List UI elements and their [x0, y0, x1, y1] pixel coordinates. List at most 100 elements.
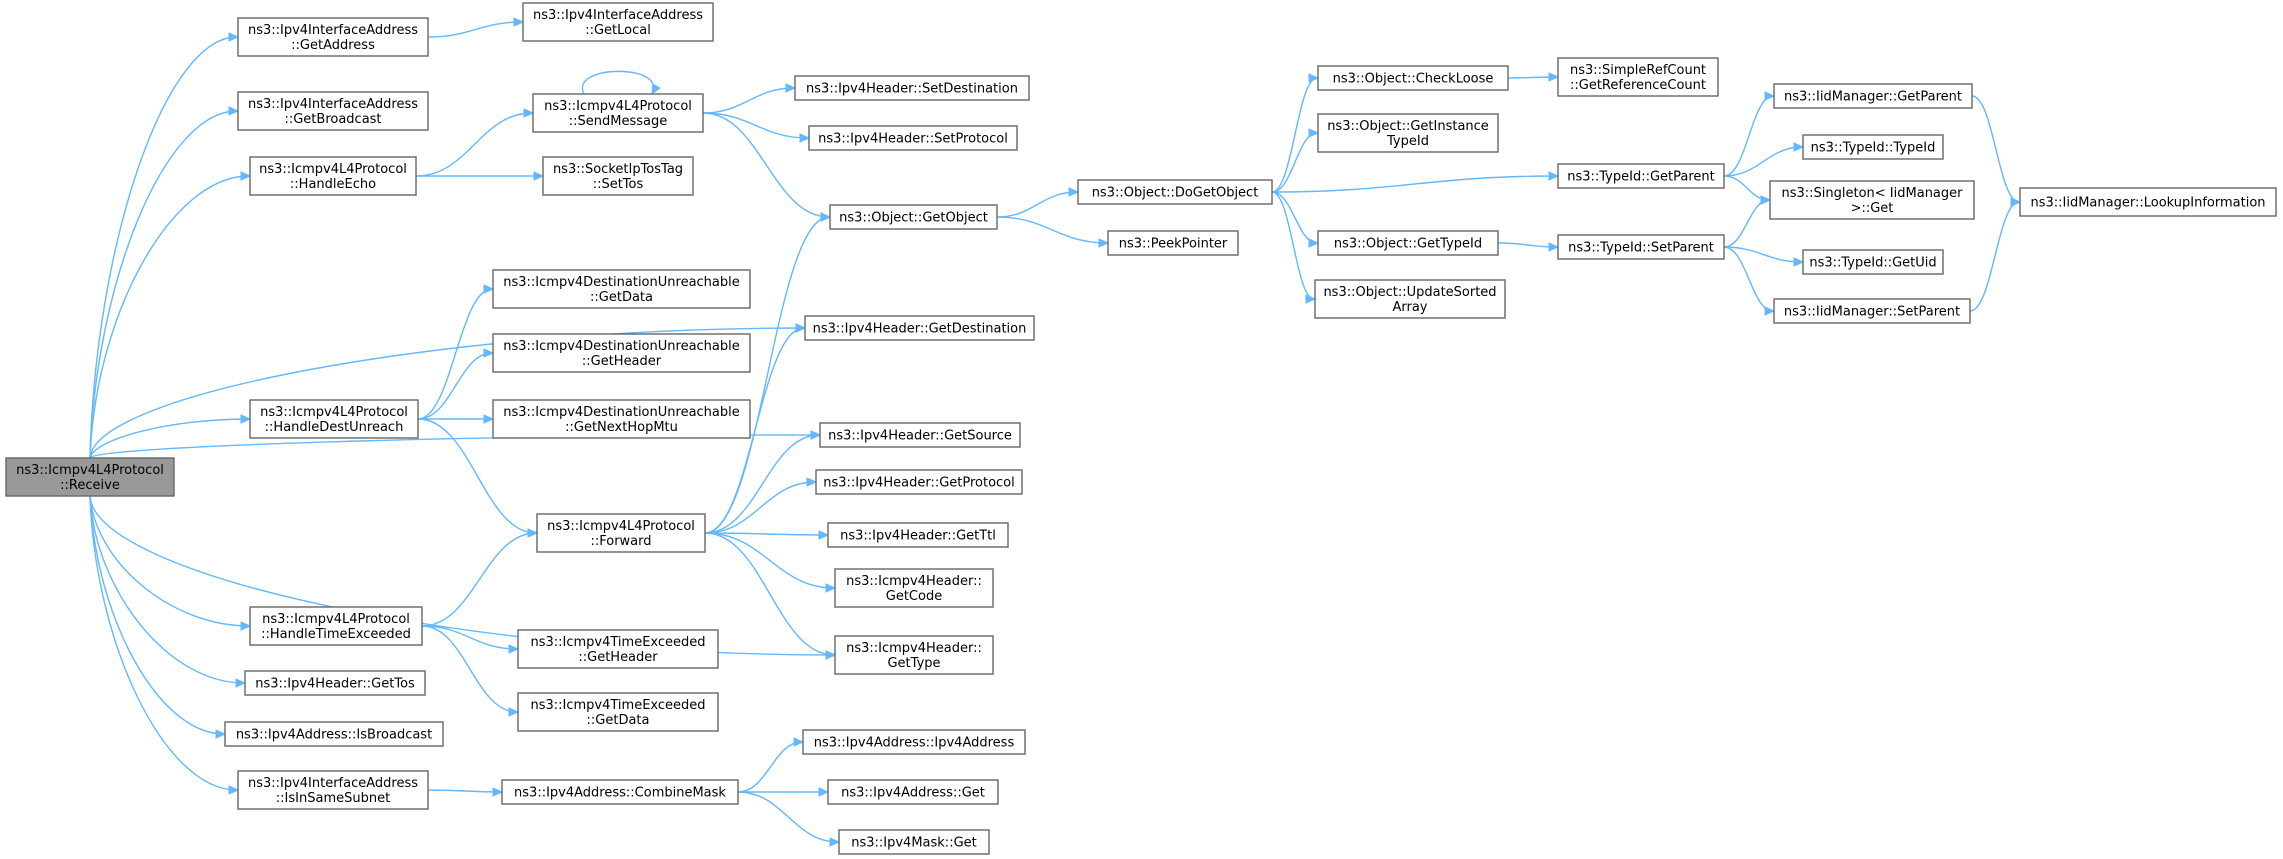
node-label: ns3::Ipv4Address::IsBroadcast [236, 728, 432, 743]
node-box [1317, 230, 1499, 256]
node-label: ::GetReferenceCount [1570, 78, 1706, 93]
node-label: GetCode [886, 589, 942, 604]
node-settos[interactable]: ns3::SocketIpTosTag::SetTos [542, 156, 694, 196]
edge-arrowhead [795, 323, 807, 333]
node-box [492, 333, 751, 373]
node-label: ::Forward [590, 534, 651, 549]
edge-sendmessage-to-h-setproto [702, 112, 811, 143]
node-du-getheader[interactable]: ns3::Icmpv4DestinationUnreachable::GetHe… [492, 333, 751, 373]
edge-arrowhead [228, 32, 240, 42]
node-ia-getbroadcast[interactable]: ns3::Ipv4InterfaceAddress::GetBroadcast [237, 91, 429, 131]
edge-receive-to-h-gettos [89, 495, 247, 688]
node-ia-getlocal[interactable]: ns3::Ipv4InterfaceAddress::GetLocal [522, 2, 714, 42]
node-o-gettypeid[interactable]: ns3::Object::GetTypeId [1317, 230, 1499, 256]
node-box [1557, 163, 1725, 189]
node-h-getttl[interactable]: ns3::Ipv4Header::GetTtl [827, 522, 1009, 548]
node-a-get[interactable]: ns3::Ipv4Address::Get [827, 779, 999, 805]
node-label: ns3::Ipv4Address::Get [841, 786, 985, 801]
node-t-setparent[interactable]: ns3::TypeId::SetParent [1557, 234, 1725, 260]
edge-line [1723, 246, 1803, 263]
edge-arrowhead [527, 528, 539, 538]
edge-line [704, 532, 835, 589]
edge-arrowhead [508, 707, 520, 717]
node-box [492, 269, 751, 309]
edge-line [581, 70, 655, 95]
edge-receive-to-a-isbroadcast [89, 495, 227, 739]
node-box [1769, 180, 1975, 220]
node-checkloose[interactable]: ns3::Object::CheckLoose [1317, 65, 1509, 91]
edge-line [415, 112, 533, 177]
edge-line [1971, 95, 2020, 203]
node-label: ns3::Ipv4InterfaceAddress [248, 776, 418, 791]
node-dogetobject[interactable]: ns3::Object::DoGetObject [1077, 179, 1273, 205]
node-a-ipv4address[interactable]: ns3::Ipv4Address::Ipv4Address [802, 729, 1026, 755]
node-im-setparent[interactable]: ns3::IidManager::SetParent [1773, 298, 1971, 324]
node-a-isbroadcast[interactable]: ns3::Ipv4Address::IsBroadcast [224, 721, 444, 747]
node-label: ::GetNextHopMtu [565, 420, 678, 435]
edge-arrowhead [1764, 91, 1776, 101]
node-handleecho[interactable]: ns3::Icmpv4L4Protocol::HandleEcho [249, 156, 417, 196]
edge-line [1271, 191, 1315, 300]
node-h-getprotocol[interactable]: ns3::Ipv4Header::GetProtocol [815, 469, 1023, 495]
node-t-getuid[interactable]: ns3::TypeId::GetUid [1802, 249, 1944, 275]
node-te-getheader[interactable]: ns3::Icmpv4TimeExceeded::GetHeader [517, 629, 719, 669]
node-getobject[interactable]: ns3::Object::GetObject [829, 204, 998, 230]
node-h-getsource[interactable]: ns3::Ipv4Header::GetSource [819, 422, 1021, 448]
node-box [517, 629, 719, 669]
node-h-setdest[interactable]: ns3::Ipv4Header::SetDestination [794, 75, 1030, 101]
node-peekpointer[interactable]: ns3::PeekPointer [1107, 230, 1239, 256]
node-t-typeid[interactable]: ns3::TypeId::TypeId [1802, 134, 1944, 160]
node-label: ::GetHeader [582, 354, 662, 369]
edge-arrowhead [492, 787, 504, 797]
node-h-gettos[interactable]: ns3::Ipv4Header::GetTos [244, 670, 426, 696]
node-h-setproto[interactable]: ns3::Ipv4Header::SetProtocol [808, 125, 1018, 151]
node-box [2019, 187, 2277, 217]
node-du-getnexthop[interactable]: ns3::Icmpv4DestinationUnreachable::GetNe… [492, 399, 751, 439]
edge-dogetobject-to-o-gettypeid [1271, 191, 1320, 248]
edge-arrowhead [215, 729, 227, 739]
node-label: ns3::Ipv4Header::SetDestination [806, 82, 1018, 97]
edge-handledestunreach-to-du-getdata [417, 284, 495, 420]
node-ia-issamesubnet[interactable]: ns3::Ipv4InterfaceAddress::IsInSameSubne… [237, 770, 429, 810]
edge-checkloose-to-getrefcount [1507, 72, 1560, 82]
node-forward[interactable]: ns3::Icmpv4L4Protocol::Forward [536, 513, 706, 553]
node-im-lookup[interactable]: ns3::IidManager::LookupInformation [2019, 187, 2277, 217]
edge-combinemask-to-a-ipv4address [737, 737, 805, 793]
edge-arrowhead [818, 530, 830, 540]
node-handletimeexceeded[interactable]: ns3::Icmpv4L4Protocol::HandleTimeExceede… [249, 606, 423, 646]
node-ih-gettype[interactable]: ns3::Icmpv4Header::GetType [834, 635, 994, 675]
edge-arrowhead [228, 785, 240, 795]
node-label: ::Receive [60, 478, 120, 493]
edge-arrowhead [1305, 294, 1317, 304]
node-ih-getcode[interactable]: ns3::Icmpv4Header::GetCode [834, 568, 994, 608]
node-t-getparent[interactable]: ns3::TypeId::GetParent [1557, 163, 1725, 189]
node-h-getdest[interactable]: ns3::Ipv4Header::GetDestination [804, 315, 1035, 341]
edge-dogetobject-to-checkloose [1271, 73, 1320, 193]
edge-arrowhead [1764, 306, 1776, 316]
node-ia-getaddress[interactable]: ns3::Ipv4InterfaceAddress::GetAddress [237, 17, 429, 57]
edge-line [89, 495, 225, 735]
node-label: ns3::Ipv4Header::GetTtl [840, 529, 996, 544]
node-handledestunreach[interactable]: ns3::Icmpv4L4Protocol::HandleDestUnreach [249, 399, 419, 439]
node-label: ns3::Icmpv4Header:: [846, 641, 982, 656]
node-m-get[interactable]: ns3::Ipv4Mask::Get [838, 829, 990, 855]
node-label: ::GetAddress [291, 38, 375, 53]
node-box [827, 522, 1009, 548]
node-box [834, 635, 994, 675]
edge-forward-to-ih-getcode [704, 532, 837, 593]
edge-line [1723, 146, 1803, 177]
node-receive[interactable]: ns3::Icmpv4L4Protocol::Receive [5, 457, 175, 497]
node-label: ns3::Ipv4InterfaceAddress [533, 8, 703, 23]
node-getrefcount[interactable]: ns3::SimpleRefCount::GetReferenceCount [1557, 57, 1719, 97]
node-sendmessage[interactable]: ns3::Icmpv4L4Protocol::SendMessage [532, 93, 704, 133]
node-combinemask[interactable]: ns3::Ipv4Address::CombineMask [501, 779, 739, 805]
node-singleton-get[interactable]: ns3::Singleton< IidManager >::Get [1769, 180, 1975, 220]
node-te-getdata[interactable]: ns3::Icmpv4TimeExceeded::GetData [517, 692, 719, 732]
node-im-getparent[interactable]: ns3::IidManager::GetParent [1773, 83, 1973, 109]
edge-arrowhead [793, 737, 805, 747]
node-label: ns3::Ipv4Address::Ipv4Address [814, 736, 1015, 751]
node-label: ns3::TypeId::GetParent [1567, 170, 1715, 185]
node-du-getdata[interactable]: ns3::Icmpv4DestinationUnreachable::GetDa… [492, 269, 751, 309]
